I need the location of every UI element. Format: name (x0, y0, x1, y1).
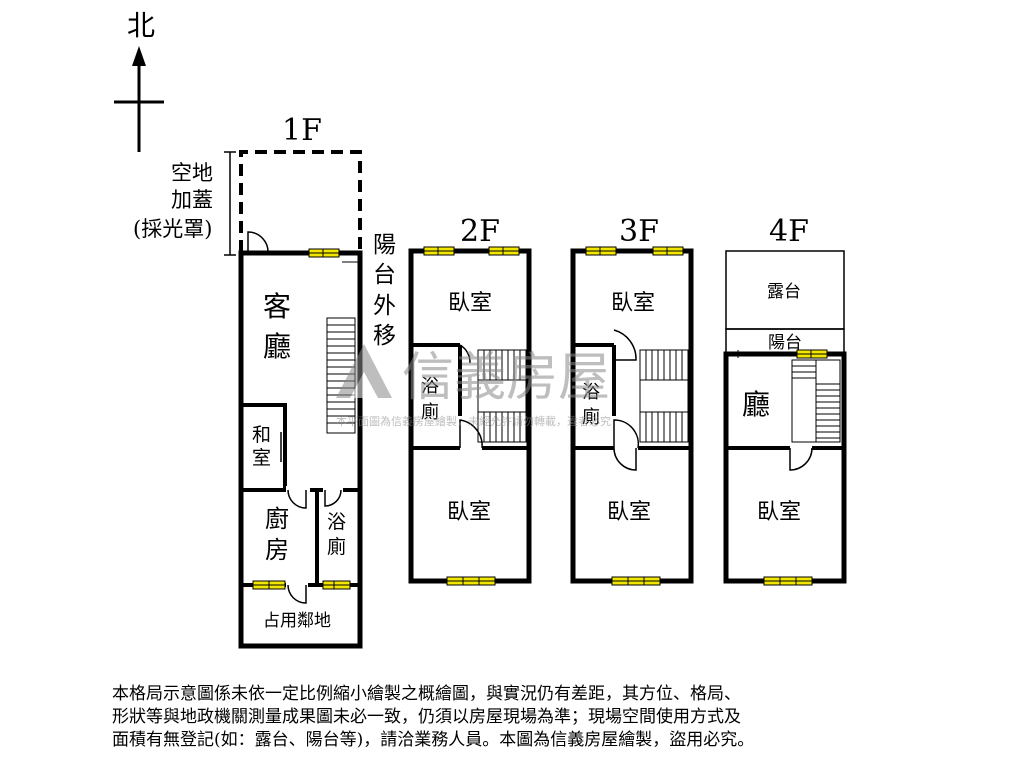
occupied-land-label: 占用鄰地 (263, 611, 331, 631)
bathroom-3f-label-2: 廁 (582, 406, 600, 428)
watermark: 信義房屋 本平面圖為信義房屋繪製，未經允許請勿轉載，違者必究 (336, 344, 611, 428)
balcony-moved-label-4: 移 (373, 323, 396, 349)
floor-label-1f: 1F (282, 113, 322, 148)
disclaimer: 本格局示意圖係未依一定比例縮小繪製之概繪圖，與實況仍有差距，其方位、格局、 形狀… (112, 683, 912, 752)
balcony-moved-label-2: 台 (373, 262, 396, 288)
north-label: 北 (127, 9, 155, 42)
bedroom-2f-top-label: 臥室 (448, 291, 492, 316)
floor-label-2f: 2F (460, 214, 500, 249)
added-area-label-3: (採光罩) (133, 217, 212, 241)
bathroom-2f-label-1: 浴 (421, 376, 439, 397)
japanese-room-label-2: 室 (252, 447, 271, 469)
added-area-label-2: 加蓋 (171, 188, 213, 212)
bathroom-2f-label-2: 廁 (421, 401, 439, 423)
floor-2f: 2F 臥室 浴 廁 臥室 (408, 214, 532, 586)
balcony-moved-label-1: 陽 (373, 232, 396, 258)
bathroom-3f-label-1: 浴 (582, 382, 600, 403)
floor-3f: 3F 臥室 浴 廁 臥室 (570, 214, 694, 586)
watermark-brand: 信義房屋 (402, 348, 610, 408)
floor-1f-outline (238, 250, 363, 649)
kitchen-label-2: 房 (265, 536, 289, 564)
bedroom-2f-bottom-label: 臥室 (447, 500, 491, 525)
floor-label-3f: 3F (619, 214, 659, 249)
added-area-outline (239, 150, 362, 252)
bathroom-1f-label-1: 浴 (327, 511, 346, 533)
floor-1f: 1F 空地 加蓋 (採光罩) 陽 台 外 移 客 廳 (133, 113, 396, 649)
living-room-label-1: 客 (263, 290, 291, 323)
disclaimer-line-1: 本格局示意圖係未依一定比例縮小繪製之概繪圖，與實況仍有差距，其方位、格局、 (112, 684, 741, 704)
balcony-moved-label-3: 外 (373, 293, 396, 319)
balcony-label: 陽台 (768, 333, 802, 353)
bedroom-3f-top-label: 臥室 (611, 291, 655, 316)
hall-4f-label: 廳 (742, 388, 770, 421)
terrace-label: 露台 (767, 282, 801, 302)
bedroom-3f-bottom-label: 臥室 (607, 500, 651, 525)
compass: 北 (114, 9, 164, 152)
floor-4f: 4F 露台 陽台 廳 臥室 (723, 214, 847, 586)
bathroom-1f-label-2: 廁 (327, 535, 346, 558)
japanese-room-label-1: 和 (252, 424, 271, 446)
watermark-logo-icon (336, 344, 392, 398)
kitchen-label-1: 廚 (265, 505, 289, 533)
bedroom-4f-bottom-label: 臥室 (757, 500, 801, 525)
watermark-notice: 本平面圖為信義房屋繪製，未經允許請勿轉載，違者必究 (336, 414, 611, 428)
living-room-label-2: 廳 (263, 330, 291, 363)
disclaimer-line-3: 面積有無登記(如：露台、陽台等)，請洽業務人員。本圖為信義房屋繪製，盜用必究。 (112, 730, 755, 750)
disclaimer-line-2: 形狀等與地政機關測量成果圖未必一致，仍須以房屋現場為準；現場空間使用方式及 (112, 707, 741, 727)
added-area-label-1: 空地 (171, 161, 213, 185)
floor-label-4f: 4F (769, 214, 809, 249)
